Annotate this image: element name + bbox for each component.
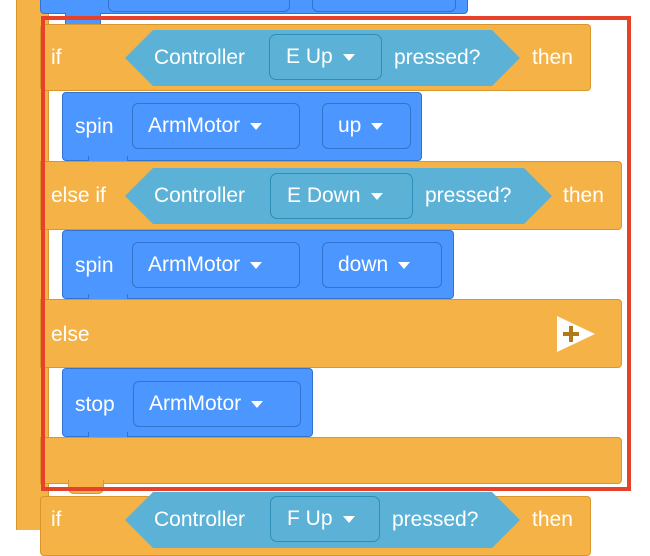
- then-label: then: [532, 46, 573, 69]
- direction-dropdown[interactable]: up: [322, 103, 411, 149]
- button-dropdown-e-up[interactable]: E Up: [269, 34, 382, 80]
- else-if-label: else if: [51, 184, 106, 207]
- previous-dropdown-1[interactable]: [108, 0, 290, 12]
- motor-value: ArmMotor: [148, 114, 241, 137]
- add-branch-plus-icon[interactable]: [556, 315, 596, 353]
- button-dropdown-e-down[interactable]: E Down: [270, 173, 413, 219]
- if-label: if: [51, 46, 62, 69]
- else-block-header[interactable]: [40, 299, 622, 368]
- chevron-down-icon: [371, 122, 384, 130]
- spin-label: spin: [75, 115, 114, 138]
- spin-label: spin: [75, 254, 114, 277]
- chevron-down-icon: [370, 192, 383, 200]
- button-dropdown-f-up[interactable]: F Up: [270, 496, 380, 542]
- chevron-down-icon: [250, 261, 263, 269]
- previous-dropdown-2[interactable]: [312, 0, 456, 12]
- chevron-down-icon: [398, 261, 411, 269]
- motor-dropdown[interactable]: ArmMotor: [133, 381, 301, 427]
- motor-dropdown[interactable]: ArmMotor: [132, 103, 300, 149]
- controller-label: Controller: [154, 46, 246, 69]
- button-value: E Up: [286, 45, 333, 68]
- chevron-down-icon: [342, 515, 355, 523]
- button-value: E Down: [287, 184, 361, 207]
- button-value: F Up: [287, 507, 333, 530]
- chevron-down-icon: [250, 122, 263, 130]
- else-label: else: [51, 323, 90, 346]
- pressed-label: pressed?: [392, 508, 479, 531]
- motor-dropdown[interactable]: ArmMotor: [132, 242, 300, 288]
- direction-value: down: [338, 253, 389, 276]
- if-else-block-footer: [40, 437, 622, 484]
- motor-value: ArmMotor: [148, 253, 241, 276]
- controller-label: Controller: [154, 184, 246, 207]
- pressed-label: pressed?: [394, 46, 481, 69]
- chevron-down-icon: [342, 53, 355, 61]
- chevron-down-icon: [251, 400, 264, 408]
- motor-value: ArmMotor: [149, 392, 242, 415]
- then-label: then: [532, 508, 573, 531]
- stop-label: stop: [75, 393, 115, 416]
- direction-dropdown[interactable]: down: [322, 242, 442, 288]
- then-label: then: [563, 184, 604, 207]
- highlight-box: [41, 16, 631, 491]
- if-label: if: [51, 508, 62, 531]
- direction-value: up: [338, 114, 362, 137]
- controller-label: Controller: [154, 508, 246, 531]
- pressed-label: pressed?: [425, 184, 512, 207]
